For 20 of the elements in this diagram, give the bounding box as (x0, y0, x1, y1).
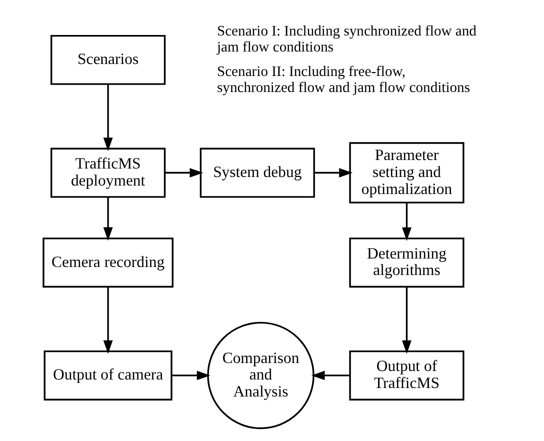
node-label: Scenario II: Including free-flow, synchronized flow and jam flow conditions (216, 64, 470, 96)
node-box: Output of camera (44, 350, 172, 400)
node-box: Parameter setting and optimalization (349, 142, 464, 204)
arrow (402, 202, 412, 241)
node-box: Determining algorithms (349, 238, 464, 288)
node-box: System debug (200, 148, 315, 198)
node-box: Output of TrafficMS (349, 350, 464, 400)
node-box: Scenarios (50, 34, 166, 85)
arrow (172, 370, 210, 380)
arrow (164, 168, 204, 178)
node-box: Cemera recording (42, 238, 174, 288)
arrow (311, 370, 350, 380)
arrow (103, 84, 113, 152)
arrow (314, 168, 353, 178)
arrow (103, 197, 113, 241)
arrow (103, 287, 113, 354)
node-label: Scenario I: Including synchronized flow and jam flow conditions (216, 24, 476, 56)
arrow (402, 287, 412, 354)
node-box: TrafficMS deployment (50, 148, 166, 198)
node-circle: Comparison and Analysis (207, 322, 314, 430)
